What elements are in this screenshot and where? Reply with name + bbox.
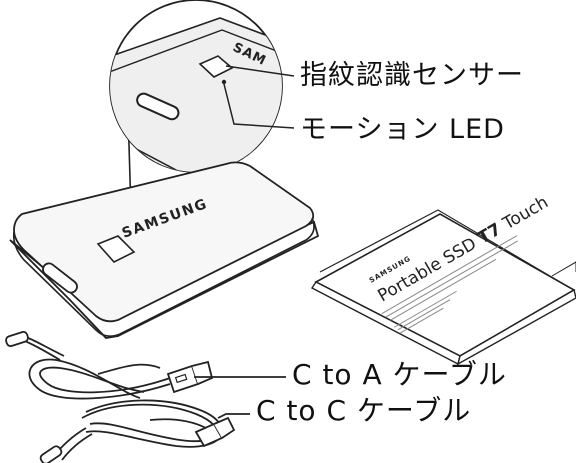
portable-ssd-device: SAMSUNG [9, 161, 320, 339]
cable-a-usbc-plug [5, 330, 29, 348]
fingerprint-sensor-label: 指紋認識センサー [300, 60, 524, 91]
sensor-leader-lines [223, 65, 295, 129]
motion-led-label: モーション LED [300, 114, 505, 145]
device-fingerprint-sensor [96, 235, 136, 263]
cable-c-to-a-label: C to A ケーブル [292, 358, 507, 391]
cable-c-to-c [39, 399, 250, 463]
user-manual: SAMSUNG Portable SSD T7 Touch [310, 192, 576, 366]
fingerprint-sensor [198, 55, 234, 78]
cable-c-plug-left [39, 445, 63, 463]
motion-led [221, 79, 227, 85]
cable-c-to-c-label: C to C ケーブル [256, 394, 472, 427]
usb-a-plug [166, 360, 214, 394]
usb-c-port [42, 262, 78, 294]
cable-c-plug-right [194, 416, 236, 448]
usb-c-port-zoom [136, 92, 180, 121]
manual-title-tail: Touch [495, 192, 552, 236]
cable-c-to-a [5, 330, 286, 400]
manual-fine-print [381, 235, 518, 334]
